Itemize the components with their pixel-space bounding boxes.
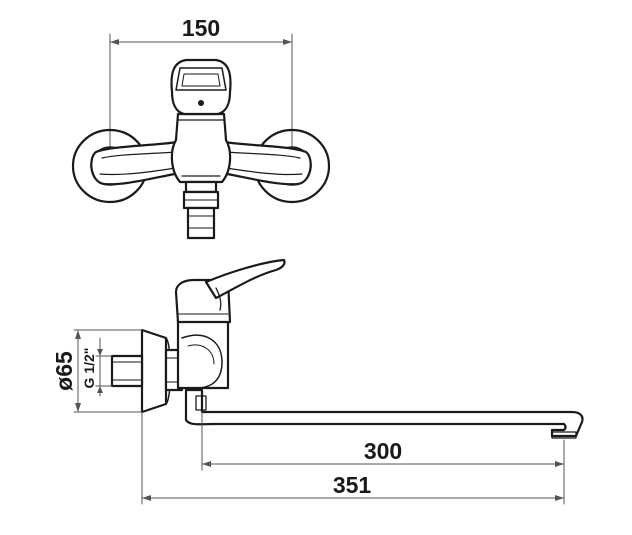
spout-reach-label: 300 bbox=[364, 438, 402, 464]
mixer-body-top bbox=[170, 112, 232, 184]
thread-size-label: G 1/2" bbox=[81, 348, 97, 389]
mixer-body-side bbox=[176, 318, 230, 390]
overall-length-label: 351 bbox=[333, 472, 372, 498]
wall-connector bbox=[110, 354, 144, 388]
top-view bbox=[71, 33, 331, 240]
lever-handle-top bbox=[170, 58, 232, 116]
overall-length-dimension bbox=[141, 411, 565, 505]
spout-reach-dimension bbox=[201, 411, 565, 505]
rosette-dimension bbox=[73, 329, 143, 413]
right-eccentric-arm bbox=[214, 140, 312, 186]
lever-handle-side bbox=[174, 258, 286, 324]
side-view bbox=[73, 258, 584, 505]
top-width-label: 150 bbox=[182, 15, 220, 41]
left-eccentric-arm bbox=[90, 140, 188, 186]
rosette-diameter-label: ø65 bbox=[51, 351, 77, 391]
spout-stub-top bbox=[182, 180, 220, 240]
spout-side bbox=[184, 388, 584, 439]
